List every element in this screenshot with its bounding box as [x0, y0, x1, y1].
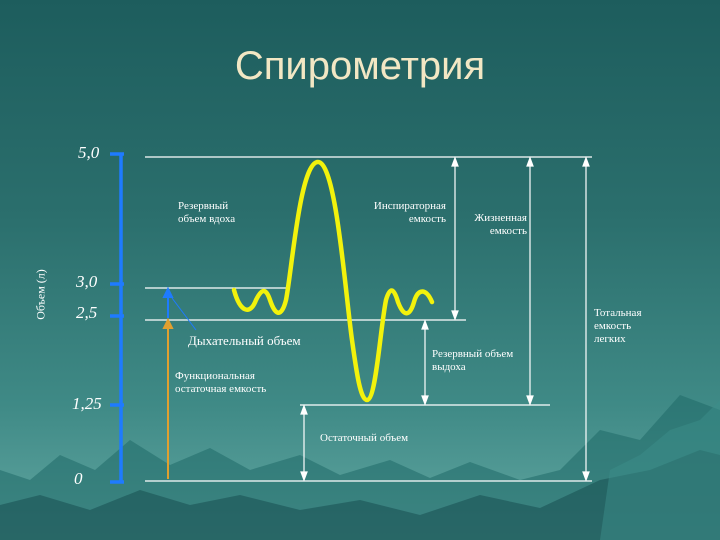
- label-functional-residual: Функциональная остаточная емкость: [175, 370, 267, 395]
- dimension-arrows: [300, 156, 590, 482]
- label-reserve-exhale: Резервный объем выдоха: [432, 348, 514, 373]
- label-inspiratory-capacity: Инспираторная емкость: [373, 200, 446, 225]
- tick-5-0: 5,0: [78, 143, 100, 162]
- breathing-curve: [231, 159, 435, 403]
- tidal-pointer-line: [171, 297, 197, 331]
- tick-2-5: 2,5: [76, 303, 98, 322]
- tick-0: 0: [74, 469, 83, 488]
- axis-bracket: [110, 152, 124, 484]
- reference-lines: [145, 156, 592, 482]
- page-title: Спирометрия: [234, 44, 486, 88]
- label-total-capacity: Тотальная емкость легких: [594, 307, 642, 345]
- label-tidal-volume: Дыхательный объем: [188, 333, 301, 348]
- label-reserve-inhale: Резервный объем вдоха: [178, 200, 236, 225]
- label-residual-volume: Остаточный объем: [320, 432, 409, 444]
- label-vital-capacity: Жизненная емкость: [474, 212, 527, 237]
- tick-1-25: 1,25: [72, 394, 102, 413]
- frc-arrow: [162, 317, 174, 479]
- tidal-volume-arrow: [162, 286, 174, 318]
- tick-3-0: 3,0: [76, 272, 98, 291]
